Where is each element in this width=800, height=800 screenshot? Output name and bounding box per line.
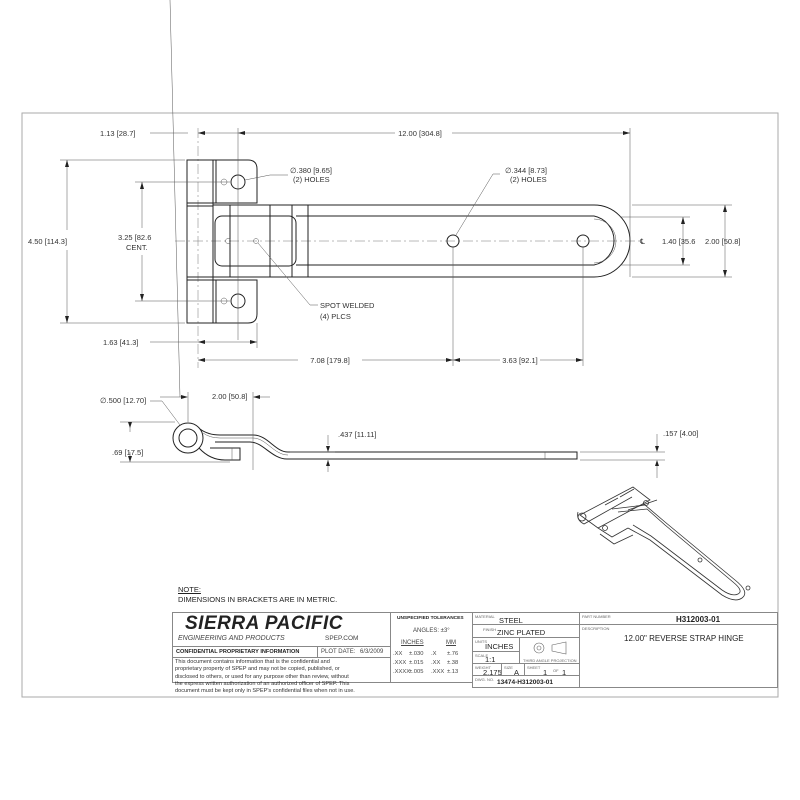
tolerances-angles: ANGLES: ±3° — [413, 628, 450, 634]
company-website: SPEP.COM — [325, 635, 359, 642]
units-value: INCHES — [485, 642, 514, 651]
knuckle-pin — [178, 428, 198, 448]
dim-first-hole: 7.08 [179.8] — [310, 356, 350, 365]
strap-holes-count: (2) HOLES — [510, 175, 547, 184]
units-cell: UNITS INCHES — [472, 637, 520, 652]
dim-leaf-height: 4.50 [114.3] — [28, 237, 67, 246]
description-value: 12.00" REVERSE STRAP HINGE — [624, 634, 744, 643]
mm-label: MM — [446, 640, 456, 646]
dim-thickness: .157 [4.00] — [663, 429, 698, 438]
dim-knuckle-offset: 1.13 [28.7] — [100, 129, 135, 138]
finish-label: FINISH — [483, 627, 497, 632]
disclaimer-line: document must be kept only in SPEP's con… — [175, 688, 355, 695]
reinforcement-plate — [214, 215, 297, 267]
strap-inner — [296, 215, 615, 266]
plot-date: 6/3/2009 — [360, 649, 384, 655]
leaf-holes-count: (2) HOLES — [293, 175, 330, 184]
side-view: ∅.500 [12.70] 2.00 [50.8] .437 [11.11] .… — [100, 0, 698, 478]
dim-offset: 2.00 [50.8] — [212, 392, 247, 401]
disclaimer-cell: This document contains information that … — [172, 657, 391, 694]
disclaimer-line: This document contains information that … — [175, 659, 330, 665]
company-name: SIERRA PACIFIC — [185, 613, 343, 634]
company-subtitle: ENGINEERING AND PRODUCTS — [178, 635, 285, 642]
dim-overall-length: 12.00 [304.8] — [398, 129, 442, 138]
dwg-no-cell: DWG. NO. 13474-H312003-01 — [472, 675, 580, 688]
dwg-no-value: 13474-H312003-01 — [497, 679, 554, 686]
tolerances-cell: UNSPECIFIED TOLERANCES ANGLES: ±3° INCHE… — [390, 612, 473, 683]
top-view: 12.00 [304.8] 1.13 [28.7] 4.50 [114.3] 3… — [28, 128, 740, 368]
dim-hole-spacing: 3.63 [92.1] — [502, 356, 537, 365]
note-text: DIMENSIONS IN BRACKETS ARE IN METRIC. — [178, 595, 338, 604]
sheet-value: 1 — [543, 668, 548, 677]
spot-weld — [253, 238, 259, 244]
material-value: STEEL — [499, 616, 523, 625]
dwg-no-label: DWG. NO. — [475, 677, 495, 682]
sheet-label: SHEET — [527, 665, 541, 670]
knuckle-outer — [172, 422, 204, 454]
tolerance-row: .XXXX±.005.XXX±.13 — [393, 669, 459, 675]
disclaimer-line: disclosed to others, or used for any pur… — [175, 673, 349, 680]
note-heading: NOTE: — [178, 585, 201, 594]
tolerances-heading: UNSPECIFIED TOLERANCES — [397, 616, 464, 621]
finish-cell: FINISH ZINC PLATED — [472, 624, 580, 638]
scale-label: SCALE — [475, 653, 489, 658]
tolerance-row: .XXX±.015.XX±.38 — [393, 660, 459, 666]
disclaimer-text: This document contains information that … — [175, 659, 355, 695]
dim-height: .69 [17.5] — [112, 448, 143, 457]
tolerance-row: .XX±.030.X±.76 — [393, 651, 459, 657]
dim-hole-center: 3.25 [82.6 — [118, 233, 151, 242]
sheet-border — [21, 112, 779, 698]
leaf-holes-size: ∅.380 [9.65] — [290, 166, 332, 175]
dim-strap-width: 2.00 [50.8] — [705, 237, 740, 246]
disclaimer-line: the express written authorization of an … — [175, 680, 350, 687]
part-number-label: PART NUMBER — [582, 614, 611, 619]
upper-leaf-plate — [186, 159, 258, 204]
projection-label: THIRD ANGLE PROJECTION — [523, 658, 577, 663]
description-cell: DESCRIPTION 12.00" REVERSE STRAP HINGE — [579, 624, 778, 688]
of-label: OF — [553, 668, 559, 673]
company-logo-cell: SIERRA PACIFIC ENGINEERING AND PRODUCTS … — [172, 612, 391, 647]
plot-date-label: PLOT DATE: — [321, 649, 356, 655]
centerline-symbol: ℄ — [639, 237, 646, 246]
size-label: SIZE — [504, 665, 513, 670]
material-label: MATERIAL — [475, 614, 495, 619]
confidential-label: CONFIDENTIAL PROPRIETARY INFORMATION — [176, 649, 300, 655]
knuckle — [186, 202, 214, 281]
dim-strap-inner: 1.40 [35.6 — [662, 237, 695, 246]
spot-weld-label: SPOT WELDED — [320, 301, 375, 310]
projection-cell: THIRD ANGLE PROJECTION — [519, 637, 580, 664]
finish-value: ZINC PLATED — [497, 628, 546, 637]
description-label: DESCRIPTION — [582, 626, 610, 631]
sheet-total: 1 — [562, 668, 567, 677]
isometric-view — [577, 486, 751, 601]
spot-weld — [225, 238, 231, 244]
size-value: A — [514, 668, 520, 677]
tolerance-table: .XX±.030.X±.76 .XXX±.015.XX±.38 .XXXX±.0… — [393, 650, 458, 677]
dim-drop: .437 [11.11] — [338, 430, 377, 439]
units-label: UNITS — [475, 639, 487, 644]
part-number-value: H312003-01 — [676, 615, 721, 624]
scale-value: 1:1 — [485, 655, 496, 664]
weight-value: 2.175 — [483, 668, 502, 677]
spot-weld-count: (4) PLCS — [320, 312, 351, 321]
strap-holes-size: ∅.344 [8.73] — [505, 166, 547, 175]
inches-label: INCHES — [401, 640, 424, 646]
dim-leaf-width: 1.63 [41.3] — [103, 338, 138, 347]
weight-label: WEIGHT — [475, 665, 491, 670]
dim-hole-center-note: CENT. — [126, 243, 148, 252]
dim-knuckle-dia: ∅.500 [12.70] — [100, 396, 146, 405]
third-angle-projection-icon — [533, 641, 567, 655]
disclaimer-line: proprietary property of SPEP and may not… — [175, 666, 340, 673]
lower-leaf-plate — [186, 279, 258, 324]
